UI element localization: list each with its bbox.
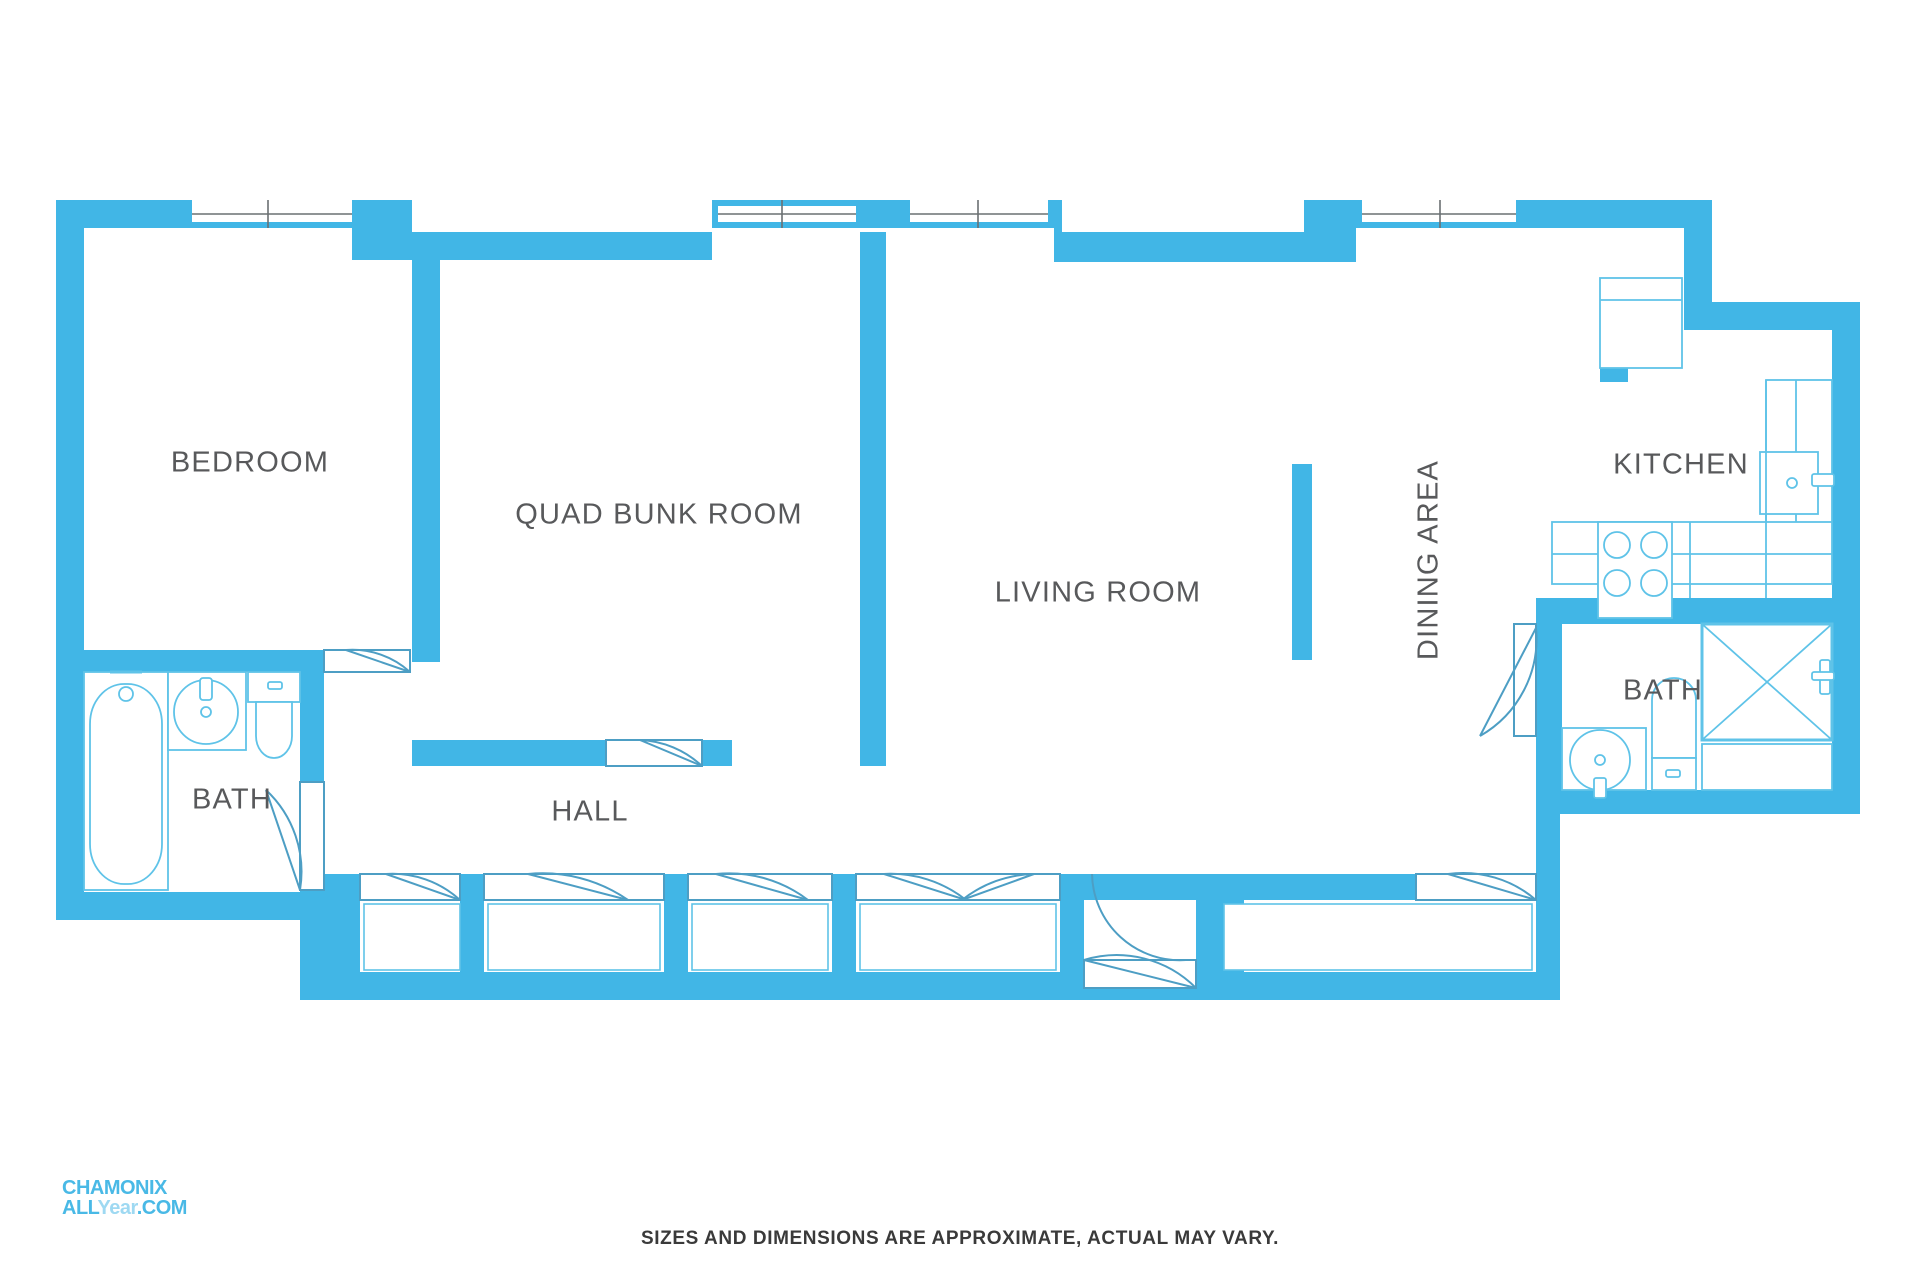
- burner-2: [1640, 531, 1668, 559]
- wall-entry-jamb-right: [1196, 874, 1220, 1000]
- wall-bathright-left: [1536, 598, 1562, 814]
- bathtub-tub: [89, 683, 163, 885]
- disclaimer-note: SIZES AND DIMENSIONS ARE APPROXIMATE, AC…: [640, 1228, 1279, 1249]
- door-bath-right: [1479, 623, 1538, 737]
- door-bedroom: [323, 648, 411, 673]
- wall-top-h: [1522, 200, 1712, 228]
- bath-right-counter: [1701, 743, 1833, 791]
- wall-entry-jamb-left: [1060, 874, 1084, 1000]
- wall-hall-bottom-right-cap: [1536, 814, 1560, 1000]
- wall-top-window2-left-jamb: [712, 200, 718, 228]
- door-hall-6: [1415, 872, 1537, 901]
- closet-3: [691, 903, 829, 971]
- wall-top-window1-band: [186, 222, 358, 228]
- wall-top-a: [56, 200, 186, 228]
- brand-line-2: ALLYear.COM: [62, 1198, 202, 1218]
- brand-all: ALL: [62, 1197, 98, 1220]
- wall-exterior-right: [1832, 302, 1860, 814]
- room-label-dining: DINING AREA: [1413, 460, 1445, 660]
- sink-left-faucet: [199, 677, 213, 701]
- wall-top-window4-sill: [1356, 222, 1522, 228]
- wall-bedroom-bottom: [56, 650, 346, 672]
- burner-1: [1603, 531, 1631, 559]
- wall-top-b: [352, 200, 412, 260]
- wall-top-window3-jambR: [1048, 200, 1054, 228]
- room-label-bath-left: BATH: [192, 784, 272, 816]
- toilet-right-bowl: [1651, 677, 1697, 759]
- door-hall-3: [687, 872, 833, 901]
- bath-right-fixtures: [1561, 622, 1835, 799]
- door-hall-1: [359, 872, 461, 901]
- wall-top-c: [412, 232, 712, 260]
- wall-top-window3-jambL: [904, 200, 910, 228]
- wall-closet-div-2: [460, 874, 484, 1000]
- wall-top-e: [1054, 200, 1062, 262]
- wall-top-window4-jambL: [1356, 200, 1362, 228]
- room-label-living: LIVING ROOM: [995, 577, 1202, 609]
- toilet-right-flush: [1665, 769, 1681, 778]
- wall-bathright-bottom: [1536, 790, 1860, 814]
- door-bath-left: [265, 781, 325, 891]
- bath-left-fixtures: [83, 670, 301, 891]
- wall-closet-div-4: [832, 874, 856, 1000]
- room-labels-group: BEDROOM QUAD BUNK ROOM LIVING ROOM DININ…: [171, 447, 1749, 828]
- wall-top-g: [1304, 200, 1356, 262]
- sink-right-faucet: [1593, 777, 1607, 799]
- brand-logo: CHAMONIX ALLYear.COM: [62, 1178, 202, 1219]
- shower-head-arm: [1811, 671, 1835, 681]
- closet-1: [363, 903, 461, 971]
- shower-x-2: [1701, 623, 1833, 741]
- closet-2: [487, 903, 661, 971]
- windows-group: [192, 200, 1516, 228]
- doors-group: [265, 623, 1538, 989]
- wall-bunk-right: [860, 232, 886, 766]
- wall-closet-div-3: [664, 874, 688, 1000]
- closet-4: [859, 903, 1057, 971]
- wall-top-window2-sill: [712, 222, 862, 228]
- wall-hall-bottom-outer: [300, 972, 1560, 1000]
- wall-right-step: [1684, 302, 1860, 330]
- room-label-kitchen: KITCHEN: [1613, 449, 1749, 481]
- room-label-bedroom: BEDROOM: [171, 447, 329, 479]
- room-label-quad-bunk: QUAD BUNK ROOM: [515, 499, 803, 531]
- wall-bathright-top: [1536, 598, 1860, 624]
- sink-left-drain: [200, 706, 212, 718]
- kitchen-nook-cabinet: [1599, 277, 1683, 369]
- bathtub-drain: [118, 686, 134, 702]
- wall-top-window2-right-jamb: [856, 200, 862, 228]
- column-living-room: [1292, 464, 1312, 660]
- wall-top-d: [862, 200, 904, 228]
- door-hall-2: [483, 872, 665, 901]
- toilet-left-flush: [267, 681, 283, 690]
- door-hall-4: [855, 872, 1061, 901]
- room-label-bath-right: BATH: [1623, 675, 1703, 707]
- brand-year: Year: [97, 1197, 138, 1220]
- wall-top-window2-band: [712, 200, 862, 206]
- burner-3: [1603, 569, 1631, 597]
- room-label-hall: HALL: [551, 796, 628, 828]
- sink-right-drain: [1594, 754, 1606, 766]
- kitchen-fixtures: [1551, 277, 1835, 619]
- wall-exterior-left: [56, 200, 84, 920]
- wall-top-window1-left-jamb: [186, 200, 192, 228]
- walls-group: [56, 200, 1860, 1000]
- wall-top-window3-sill: [904, 222, 1054, 228]
- brand-com: .COM: [136, 1197, 188, 1220]
- toilet-left-bowl: [255, 701, 293, 759]
- burner-4: [1640, 569, 1668, 597]
- kitchen-sink-drain: [1786, 477, 1798, 489]
- wall-partition-bedroom-bunk: [412, 232, 440, 662]
- closets-group: [363, 903, 1533, 971]
- wall-left-lower: [56, 892, 328, 920]
- wall-top-window4-jambR: [1516, 200, 1522, 228]
- wall-top-f: [1054, 232, 1304, 262]
- wall-left-jog: [300, 892, 360, 978]
- door-entry: [1083, 873, 1197, 989]
- brand-line-1: CHAMONIX: [62, 1177, 167, 1199]
- closet-5: [1223, 903, 1533, 971]
- kitchen-counter-lower: [1551, 521, 1833, 585]
- kitchen-sink-faucet: [1811, 473, 1835, 487]
- door-quad-bunk: [605, 739, 703, 767]
